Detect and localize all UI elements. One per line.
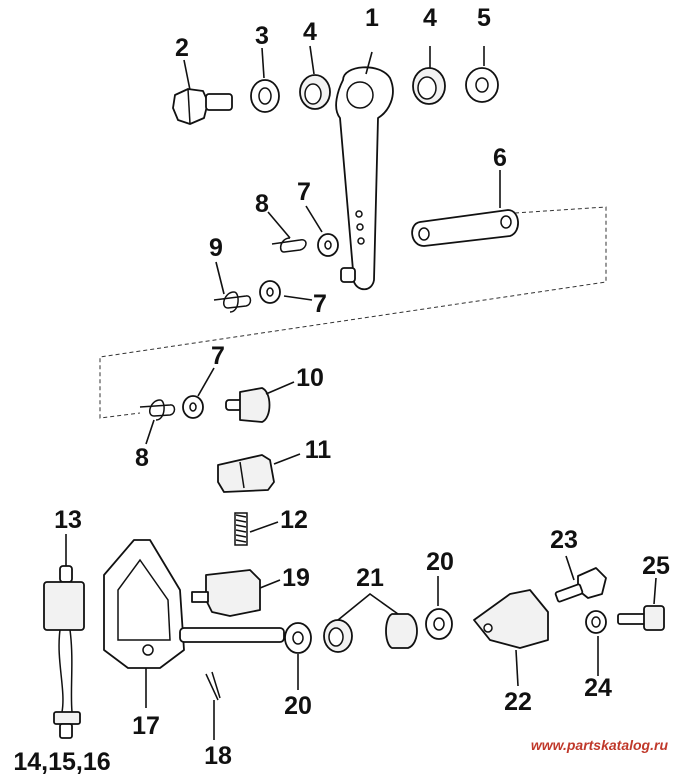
callout-8-upper: 8 <box>255 190 269 218</box>
part-3-washer <box>250 79 280 113</box>
callout-20-left: 20 <box>284 692 312 720</box>
callout-8-lower: 8 <box>135 444 149 472</box>
callout-18: 18 <box>204 742 232 770</box>
callout-4-left: 4 <box>303 18 317 46</box>
part-21-bushing-left <box>323 619 353 653</box>
callout-7-upper: 7 <box>297 178 311 206</box>
callout-20-right: 20 <box>426 548 454 576</box>
callout-1: 1 <box>365 4 379 32</box>
callout-2: 2 <box>175 34 189 62</box>
part-9-clip <box>213 291 252 313</box>
part-4-bushing-left <box>299 74 331 110</box>
callout-11: 11 <box>305 436 332 464</box>
part-8-clip-lower <box>139 399 176 421</box>
watermark: www.partskatalog.ru <box>531 737 669 753</box>
part-8-clip-upper <box>271 237 307 253</box>
callout-14-15-16: 14,15,16 <box>13 748 110 776</box>
part-14-15-16-connector <box>53 711 81 739</box>
part-13-switch <box>43 565 85 713</box>
part-5-washer <box>465 67 499 103</box>
callout-23: 23 <box>550 526 578 554</box>
part-7-washer-middle <box>259 280 281 304</box>
part-20-washer-right <box>425 608 453 640</box>
part-10-pivot-pin <box>225 387 271 423</box>
callout-9: 9 <box>209 234 223 262</box>
callout-3: 3 <box>255 22 269 50</box>
callout-22: 22 <box>504 688 532 716</box>
part-4-bushing-right <box>412 67 446 105</box>
callout-labels: 1 2 3 4 4 5 6 7 8 9 7 7 10 8 11 12 13 14… <box>13 4 670 776</box>
part-17-plate-shaft <box>103 539 285 669</box>
part-24-washer <box>585 610 607 634</box>
callout-5: 5 <box>477 4 491 32</box>
leader-lines <box>65 45 657 740</box>
part-7-washer-upper <box>317 233 339 257</box>
part-22-bracket <box>473 589 549 649</box>
callout-24: 24 <box>584 674 612 702</box>
part-18-cotter-pin <box>205 671 221 701</box>
part-21-bushing-right <box>385 613 418 649</box>
part-19-clamp <box>191 569 261 617</box>
callout-21: 21 <box>356 564 384 592</box>
callout-7-lower: 7 <box>211 342 225 370</box>
part-6-link-rod <box>411 209 519 247</box>
part-2-bolt <box>172 88 233 125</box>
part-1-lever <box>335 66 394 291</box>
callout-13: 13 <box>54 506 82 534</box>
part-7-washer-lower <box>182 395 204 419</box>
part-11-block <box>217 454 275 493</box>
callout-4-right: 4 <box>423 4 437 32</box>
part-23-bolt <box>554 567 607 603</box>
callout-12: 12 <box>280 506 308 534</box>
callout-25: 25 <box>642 552 670 580</box>
part-20-washer-left <box>284 622 312 654</box>
part-25-screw <box>617 605 665 631</box>
callout-17: 17 <box>132 712 160 740</box>
callout-10: 10 <box>296 364 324 392</box>
part-12-spring <box>234 512 248 546</box>
callout-6: 6 <box>493 144 507 172</box>
callout-19: 19 <box>282 564 310 592</box>
dashed-assembly-guide <box>99 206 607 419</box>
callout-7-middle: 7 <box>313 290 327 318</box>
